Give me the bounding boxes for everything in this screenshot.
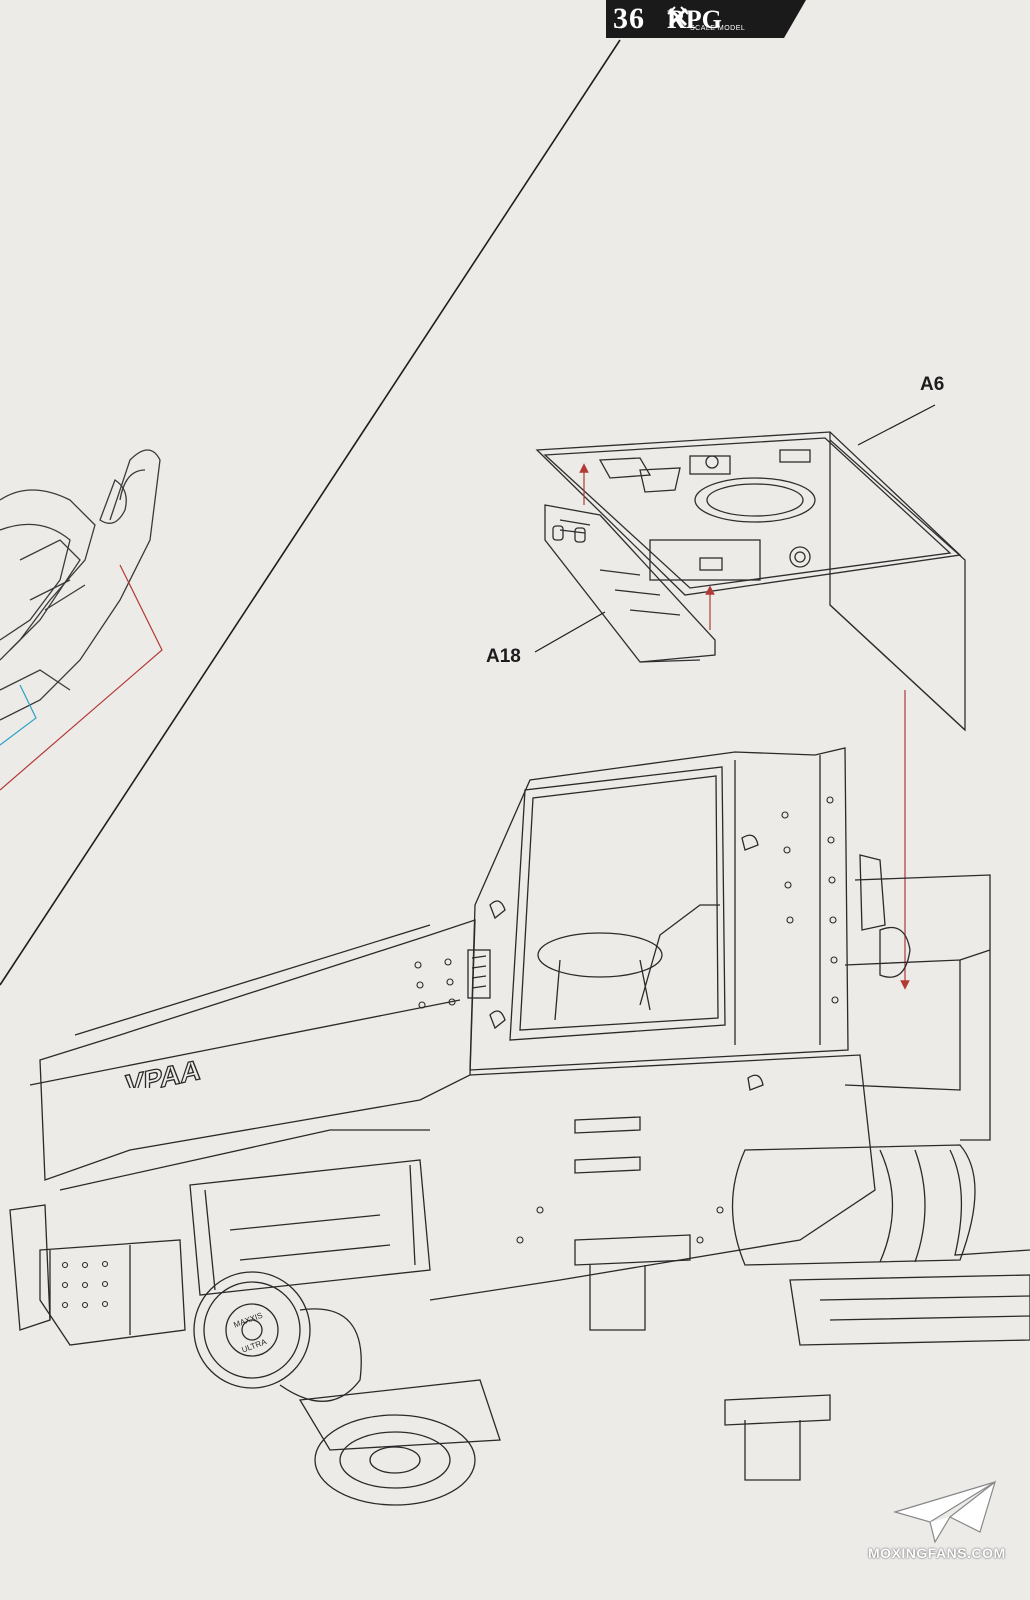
leader-a6 (857, 404, 936, 446)
part-a18-support (544, 504, 716, 663)
vehicle-body (9, 747, 1030, 1506)
part-label-a18: A18 (486, 646, 521, 667)
callout-cyan-line (0, 684, 37, 746)
brand-subtitle: SCALE MODEL (690, 25, 746, 32)
vehicle-marking-text: VPAA (125, 1053, 201, 1088)
crossed-swords-icon (667, 6, 689, 27)
callout-red-line (0, 564, 163, 791)
step-divider-line (0, 39, 621, 986)
paper-plane-icon (892, 1480, 997, 1544)
part-a6-panel (535, 431, 966, 732)
leader-a18 (534, 611, 606, 653)
page-number-badge (606, 0, 806, 38)
part-label-a6: A6 (920, 374, 945, 395)
hood-marking: VPAA (124, 1052, 201, 1088)
wheel-hub-text-2: ULTRA (240, 1337, 268, 1354)
seat-assembly-fragment (0, 449, 161, 721)
page-number: 36 (613, 2, 645, 35)
wheel-hub-text-1: MAXXIS (232, 1311, 263, 1330)
rivets (61, 796, 839, 1309)
wheel-hub-text: MAXXIS ULTRA (232, 1311, 268, 1355)
watermark-text: MOXINGFANS.COM (868, 1545, 1006, 1561)
